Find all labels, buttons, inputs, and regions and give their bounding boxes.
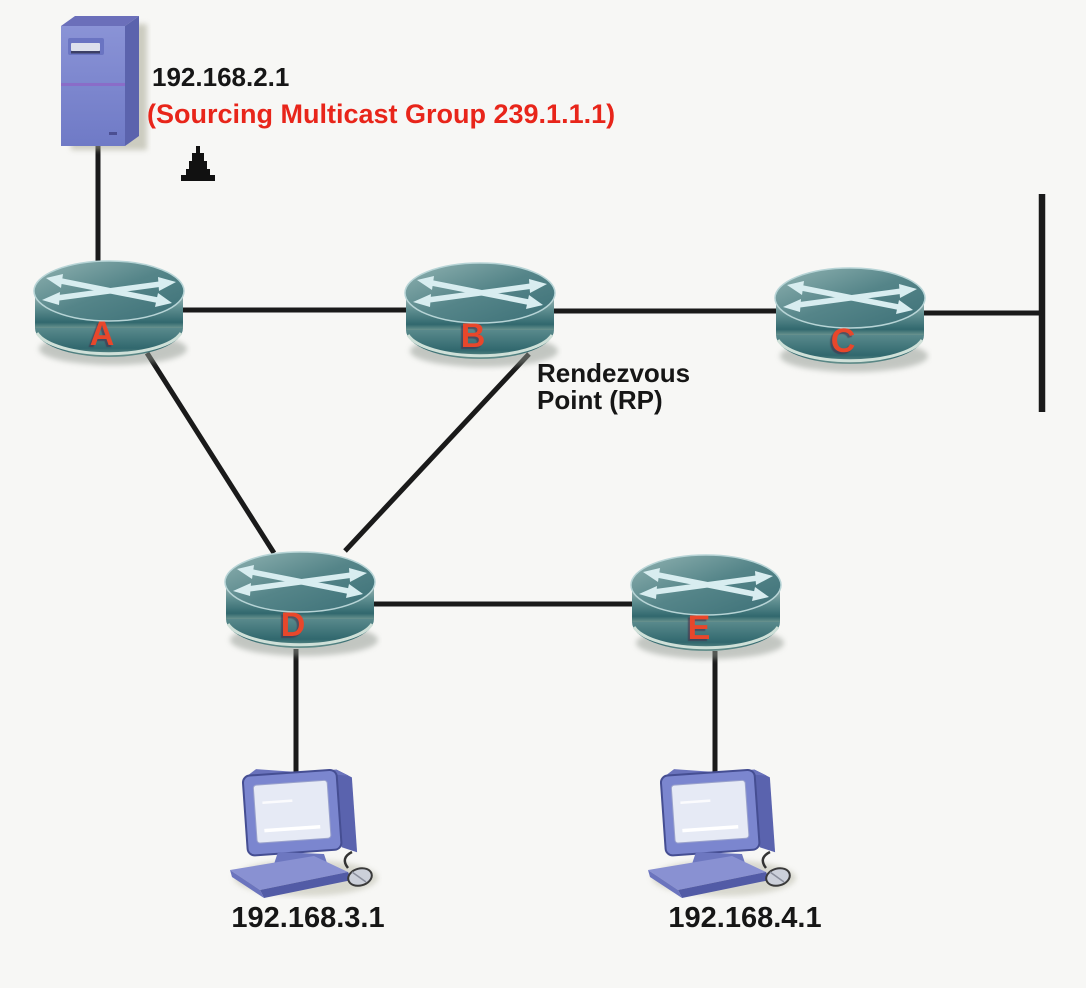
- router-a-label: A: [89, 315, 115, 353]
- desktop-pc-icon: [640, 764, 800, 899]
- server-tower-icon: [55, 10, 151, 156]
- host2-ip-label: 192.168.4.1: [668, 902, 822, 934]
- host1-ip-label: 192.168.3.1: [231, 902, 385, 934]
- multicast-source-note: (Sourcing Multicast Group 239.1.1.1): [147, 99, 616, 129]
- router-d-label: D: [280, 606, 306, 644]
- link-b-d: [343, 352, 531, 553]
- link-a-d: [144, 351, 277, 555]
- router-e-label: E: [687, 609, 711, 647]
- server-ip-label: 192.168.2.1: [152, 62, 290, 92]
- desktop-pc-icon: [222, 764, 382, 899]
- up-arrow-marker-icon: [181, 146, 215, 181]
- router-b-label: B: [460, 317, 486, 355]
- router-c-label: C: [830, 322, 856, 360]
- rendezvous-point-note: Rendezvous Point (RP): [537, 358, 691, 415]
